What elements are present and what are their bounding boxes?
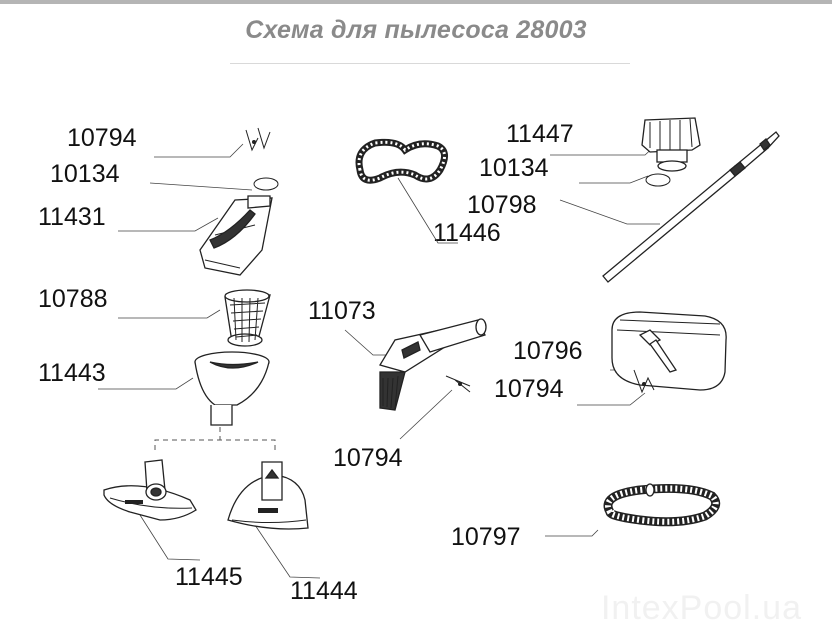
label-10788: 10788 xyxy=(38,285,108,313)
title-divider xyxy=(230,63,630,64)
label-10794-top: 10794 xyxy=(67,124,137,152)
connector-cap-11447 xyxy=(641,117,701,172)
watermark: IntexPool.ua xyxy=(600,589,802,627)
label-11073: 11073 xyxy=(308,297,376,325)
skimmer-10796 xyxy=(611,311,727,391)
label-10796: 10796 xyxy=(513,337,583,365)
top-border-bar xyxy=(0,0,832,4)
adapter-11431 xyxy=(199,195,273,276)
brush-11073 xyxy=(379,318,487,411)
label-10798: 10798 xyxy=(467,191,537,219)
label-10794-middle: 10794 xyxy=(333,444,403,472)
leader-10134-right xyxy=(579,175,649,184)
filter-mesh-10788 xyxy=(224,289,271,347)
clip-10794-right xyxy=(633,369,655,394)
label-11446: 11446 xyxy=(433,219,501,247)
label-10134-left: 10134 xyxy=(50,160,120,188)
handle-11446 xyxy=(355,138,448,184)
hose-10797 xyxy=(603,483,721,527)
leader-10794-middle xyxy=(399,389,453,440)
leader-10134-left xyxy=(149,182,253,191)
label-10134-right: 10134 xyxy=(479,154,549,182)
leader-10794-top xyxy=(154,143,244,158)
leader-11443 xyxy=(98,377,194,390)
page-title: Схема для пылесоса 28003 xyxy=(245,16,587,44)
label-11447: 11447 xyxy=(506,120,574,148)
label-11444: 11444 xyxy=(290,577,358,605)
option-connector-dashed xyxy=(154,439,276,450)
label-10794-right: 10794 xyxy=(494,375,564,403)
leader-11431 xyxy=(118,217,219,232)
o-ring-10134-left xyxy=(253,177,279,191)
leader-10798 xyxy=(559,199,660,225)
label-11443: 11443 xyxy=(38,359,106,387)
label-11431: 11431 xyxy=(38,203,106,231)
clip-10794-top xyxy=(245,127,271,152)
leader-10797 xyxy=(545,529,599,537)
triangle-head-11444 xyxy=(227,461,309,530)
label-10797: 10797 xyxy=(451,523,521,551)
funnel-11443 xyxy=(194,351,270,426)
o-ring-10134-right xyxy=(645,173,671,187)
leader-10794-right xyxy=(577,392,646,406)
telescopic-pole-10798 xyxy=(602,131,780,283)
leader-10788 xyxy=(118,309,221,319)
leader-11444 xyxy=(254,524,321,579)
label-11445: 11445 xyxy=(175,563,243,591)
leader-11445 xyxy=(139,514,201,561)
flat-head-11445 xyxy=(103,459,197,521)
clip-10794-middle xyxy=(445,375,471,393)
leader-11446 xyxy=(397,177,458,244)
